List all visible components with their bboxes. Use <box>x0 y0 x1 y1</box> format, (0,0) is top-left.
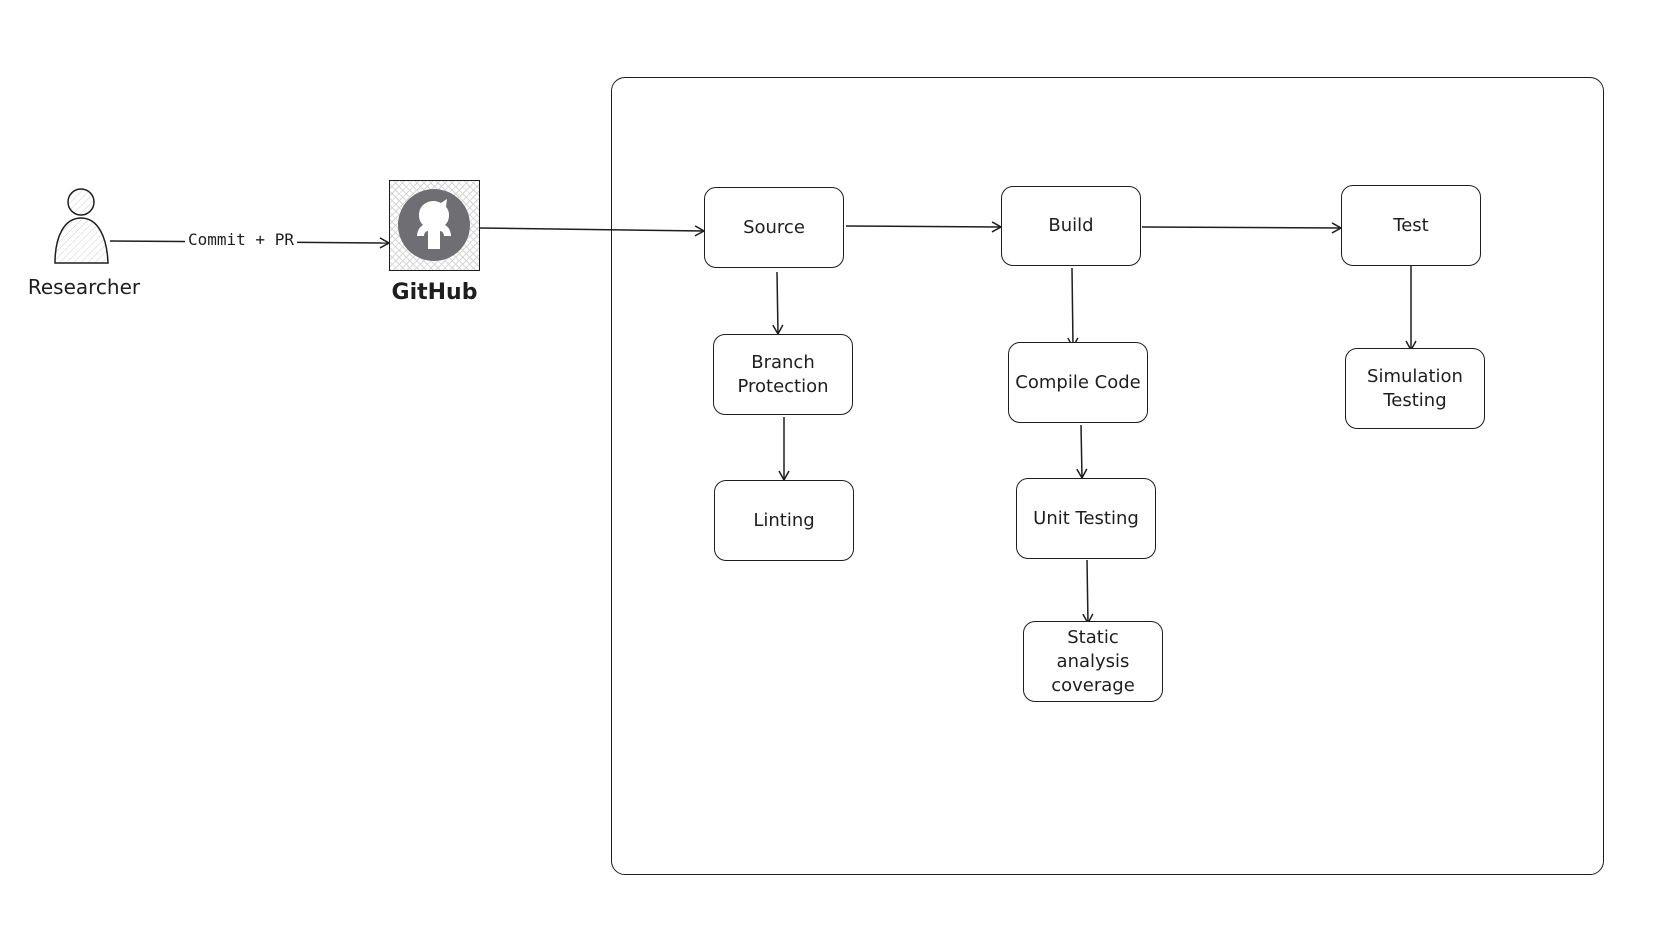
node-test: Test <box>1341 185 1481 266</box>
edge-compile-unit <box>1076 424 1088 480</box>
node-static-analysis: Static analysis coverage <box>1023 621 1163 702</box>
edge-build-test <box>1141 222 1343 234</box>
edge-github-source <box>479 225 706 237</box>
researcher-actor-icon <box>54 188 109 264</box>
node-source: Source <box>704 187 844 268</box>
github-label: GitHub <box>391 280 478 305</box>
node-branch-protection: Branch Protection <box>713 334 853 415</box>
edge-source-branch <box>772 271 784 336</box>
node-linting: Linting <box>714 480 854 561</box>
node-unit-testing: Unit Testing <box>1016 478 1156 559</box>
researcher-label: Researcher <box>27 275 141 299</box>
node-compile-code: Compile Code <box>1008 342 1148 423</box>
github-node <box>389 180 480 271</box>
edge-unit-static <box>1082 559 1094 625</box>
edge-label-commit-pr: Commit + PR <box>185 230 297 249</box>
pipeline-container <box>611 77 1604 875</box>
edge-build-compile <box>1067 267 1079 349</box>
edge-source-build <box>845 221 1003 233</box>
github-logo-icon <box>398 189 470 261</box>
node-simulation-testing: Simulation Testing <box>1345 348 1485 429</box>
node-build: Build <box>1001 186 1141 266</box>
